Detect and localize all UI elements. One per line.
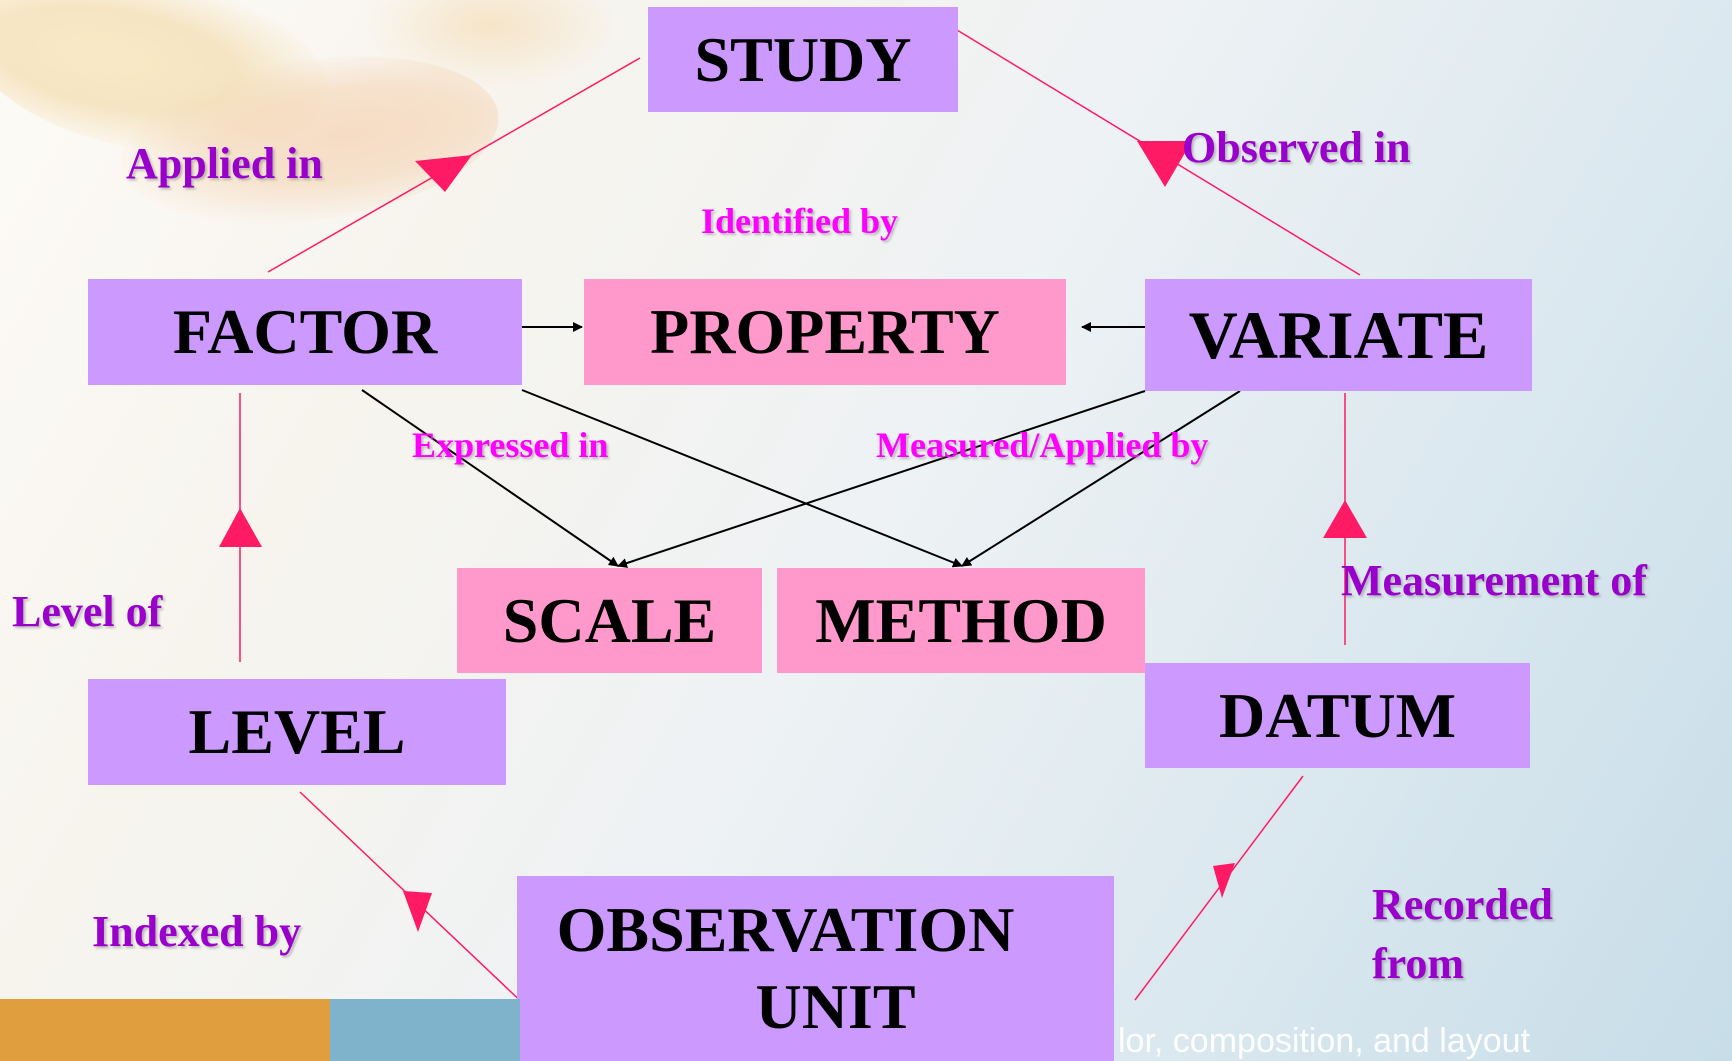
arrowhead-recorded-from (1213, 863, 1235, 898)
arrowhead-applied-in (415, 155, 472, 192)
variate-box: VARIATE (1145, 279, 1532, 391)
label-expressed-in: Expressed in (412, 425, 609, 465)
study-box-label: STUDY (694, 23, 912, 95)
observation-unit-label-line2: UNIT (755, 970, 916, 1042)
observation-unit-label-line1: OBSERVATION (556, 893, 1015, 965)
connector-observation-datum (1134, 775, 1304, 1001)
arrow-variate-method (961, 390, 1241, 567)
datum-box: DATUM (1145, 663, 1530, 768)
label-recorded-from-line2: from (1372, 939, 1465, 989)
arrowhead-level-of (219, 508, 262, 547)
factor-box: FACTOR (88, 279, 522, 385)
level-box-label: LEVEL (188, 696, 406, 767)
method-box-label: METHOD (815, 584, 1107, 656)
variate-box-label: VARIATE (1188, 297, 1489, 373)
label-level-of: Level of (12, 587, 163, 636)
footer-text: lor, composition, and layout (1118, 1022, 1531, 1060)
label-observed-in: Observed in (1182, 123, 1411, 172)
property-box-label: PROPERTY (650, 296, 1000, 367)
level-box: LEVEL (88, 679, 506, 785)
arrowhead-observed-in (1137, 141, 1192, 187)
arrowhead-indexed-by (403, 891, 432, 932)
arrow-variate-scale (617, 390, 1146, 568)
arrow-factor-method (521, 389, 963, 568)
arrow-factor-scale (361, 389, 619, 567)
label-applied-in: Applied in (126, 139, 323, 188)
footer-bar-orange (0, 999, 330, 1061)
label-recorded-from-line1: Recorded (1372, 880, 1553, 929)
label-recorded-from: Recorded from (1372, 875, 1553, 994)
property-box: PROPERTY (584, 279, 1066, 385)
study-box: STUDY (648, 7, 958, 112)
factor-box-label: FACTOR (172, 296, 438, 367)
observation-unit-box: OBSERVATION UNIT (517, 876, 1114, 1061)
method-box: METHOD (777, 568, 1145, 673)
scale-box: SCALE (457, 568, 762, 673)
label-indexed-by: Indexed by (92, 907, 302, 956)
label-measurement-of: Measurement of (1341, 556, 1647, 605)
label-measured-applied-by: Measured/Applied by (876, 425, 1209, 465)
label-identified-by: Identified by (701, 201, 899, 241)
datum-box-label: DATUM (1219, 679, 1456, 751)
scale-box-label: SCALE (502, 584, 717, 656)
footer-bar-blue (330, 999, 520, 1061)
arrowhead-measurement-of (1323, 500, 1367, 538)
